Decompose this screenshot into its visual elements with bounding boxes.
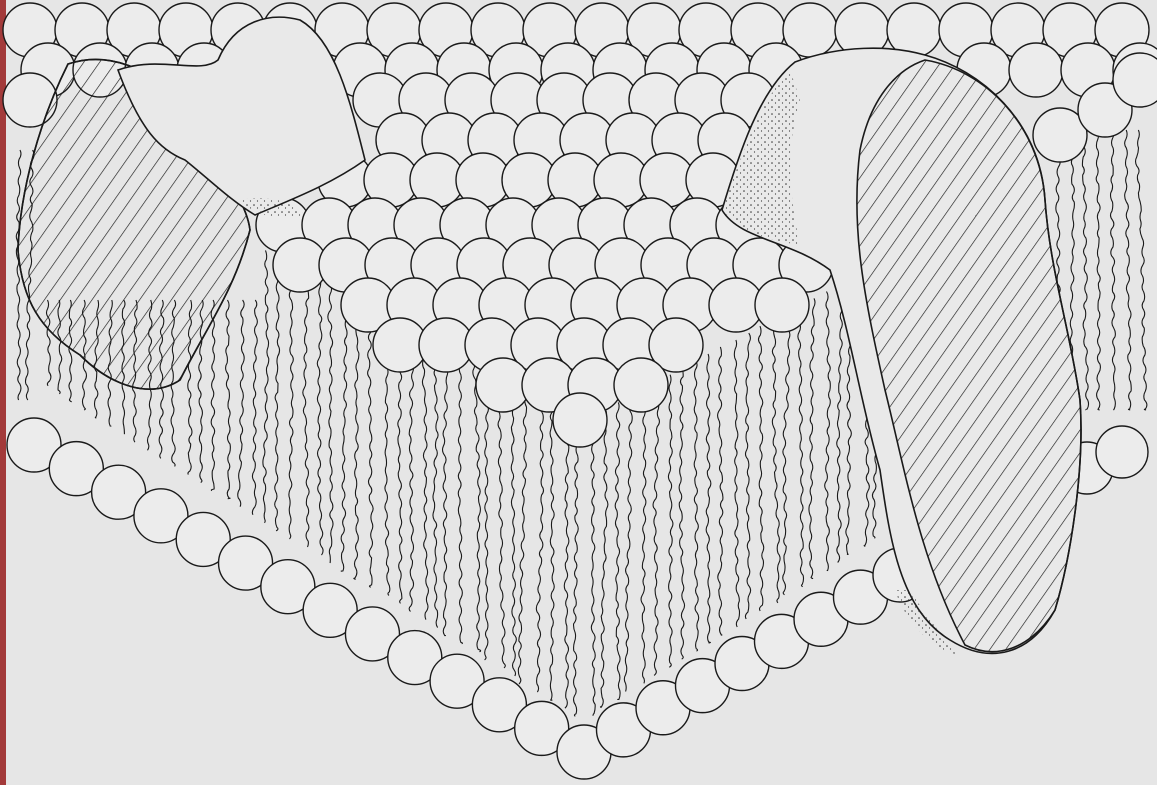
lipid-tail-icon bbox=[641, 389, 646, 684]
phospholipid-head-icon bbox=[553, 393, 607, 447]
lipid-tail-icon bbox=[668, 375, 673, 668]
lipid-tail-icon bbox=[485, 368, 489, 660]
lipid-tail-icon bbox=[263, 250, 269, 522]
lipid-tail-icon bbox=[433, 341, 438, 628]
lipid-tail-icon bbox=[600, 409, 607, 707]
lipid-tail-icon bbox=[615, 402, 620, 699]
phospholipid-head-icon bbox=[614, 358, 668, 412]
lipid-tail-icon bbox=[1110, 130, 1115, 410]
lipid-tail-icon bbox=[809, 298, 815, 578]
lipid-tail-icon bbox=[1082, 130, 1088, 410]
lipid-tail-icon bbox=[211, 300, 215, 491]
phospholipid-head-icon bbox=[755, 278, 809, 332]
lipid-tail-icon bbox=[303, 271, 309, 547]
lipid-tail-icon bbox=[694, 361, 699, 651]
lipid-tail-icon bbox=[518, 389, 526, 684]
lipid-tail-icon bbox=[1125, 130, 1132, 410]
lipid-tail-icon bbox=[498, 375, 505, 668]
lipid-tail-icon bbox=[368, 306, 374, 587]
lipid-tail-icon bbox=[624, 396, 632, 692]
lipid-tail-icon bbox=[745, 333, 750, 619]
lipid-tail-icon bbox=[443, 348, 449, 636]
lipid-tail-icon bbox=[718, 347, 723, 635]
lipid-tail-icon bbox=[783, 312, 790, 595]
lipid-tail-icon bbox=[734, 340, 739, 627]
phospholipid-head-icon bbox=[1096, 426, 1148, 478]
lipid-tail-icon bbox=[679, 368, 684, 660]
lipid-tail-icon bbox=[473, 361, 481, 652]
lipid-tail-icon bbox=[1136, 130, 1147, 410]
lipid-tail-icon bbox=[354, 299, 359, 579]
lipid-tail-icon bbox=[798, 305, 804, 586]
lipid-tail-icon bbox=[574, 417, 580, 717]
lipid-tail-icon bbox=[16, 150, 21, 400]
lipid-tail-icon bbox=[564, 410, 569, 708]
lipid-tail-icon bbox=[550, 403, 554, 700]
lipid-tail-icon bbox=[226, 300, 231, 499]
lipid-tail-icon bbox=[317, 278, 323, 555]
lipid-tail-icon bbox=[825, 292, 831, 571]
lipid-tail-icon bbox=[706, 354, 711, 643]
lipid-tail-icon bbox=[837, 285, 843, 563]
lipid-tail-icon bbox=[289, 264, 293, 539]
lipid-tail-icon bbox=[252, 300, 257, 515]
lipid-tail-icon bbox=[758, 326, 763, 611]
lipid-tail-icon bbox=[328, 285, 333, 563]
lipid-tail-icon bbox=[591, 416, 595, 715]
lipid-tail-icon bbox=[458, 354, 462, 643]
lipid-tail-icon bbox=[238, 300, 244, 507]
lipid-tail-icon bbox=[511, 382, 516, 676]
phospholipid-head-icon bbox=[1009, 43, 1063, 97]
lipid-tail-icon bbox=[772, 319, 780, 603]
lipid-tail-icon bbox=[275, 257, 280, 531]
lipid-tail-icon bbox=[1096, 130, 1100, 410]
lipid-tail-icon bbox=[653, 382, 659, 676]
lipid-tail-icon bbox=[422, 334, 428, 620]
lipid-tail-icon bbox=[341, 292, 347, 571]
lipid-tail-icon bbox=[536, 396, 543, 692]
